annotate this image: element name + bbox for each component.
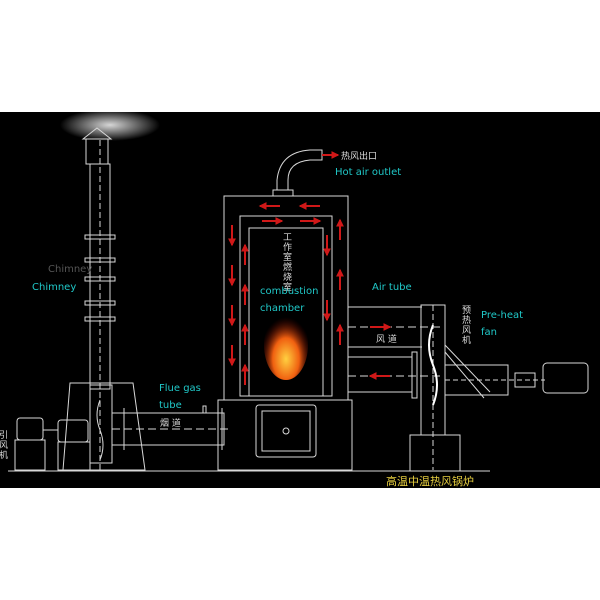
combustion-label: combustion [260,286,319,297]
induced-fan-motor [14,417,91,471]
chimney [62,127,146,471]
smoke [60,109,160,141]
combustion-chamber-zh: 工作室燃烧室 [281,232,291,292]
flame [264,310,308,380]
preheat-label: Pre-heat [481,310,524,321]
flue-gas-label: Flue gas [159,383,201,394]
air-tube-label: Air tube [372,282,412,293]
flue-gas-tube [111,405,230,450]
flue-zh: 烟 道 [160,419,181,429]
air-tube [348,306,440,399]
chamber-label: chamber [260,303,305,314]
hot-air-outlet-label: Hot air outlet [335,167,402,178]
induced-fan-zh: 引风机 [0,430,7,460]
tube-label: tube [159,400,182,411]
air-duct-zh: 风 道 [376,335,397,345]
preheat-fan [409,304,589,472]
airflow-arrows [228,151,392,385]
chimney-label: Chimney [32,282,77,293]
fan-label: fan [481,327,497,338]
chimney-faded-label: Chimney [48,264,93,275]
hot-air-outlet-zh: 热风出口 [341,152,378,162]
diagram-title: 高温中温热风锅炉 [386,475,474,488]
preheat-fan-zh: 预热风机 [460,305,470,345]
